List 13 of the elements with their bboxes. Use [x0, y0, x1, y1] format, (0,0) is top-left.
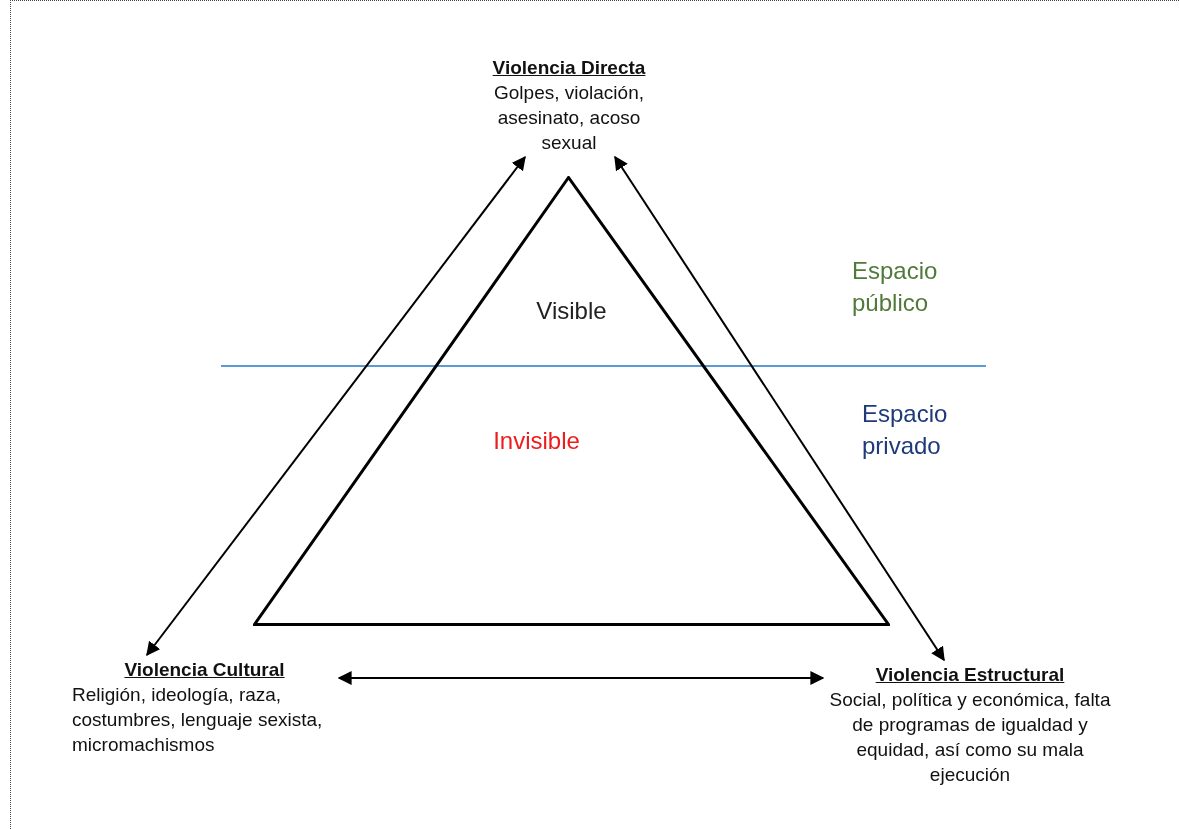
space-label: Espacio privado [862, 399, 949, 461]
node-heading: Violencia Estructural [875, 664, 1065, 685]
node-description: Golpes, violación, asesinato, acoso sexual [493, 81, 645, 155]
node-description: Social, política y económica, falta de programas de igualdad y equidad, así como su mala ejecución [828, 688, 1112, 787]
node-heading: Violencia Directa [492, 57, 646, 78]
zone-label: Invisible [493, 427, 580, 454]
double-arrow [337, 671, 825, 685]
double-arrow [614, 155, 945, 662]
space-label: Espacio público [852, 256, 939, 318]
double-arrow [146, 155, 526, 657]
node-heading: Violencia Cultural [124, 659, 285, 680]
zone-label: Visible [536, 297, 607, 324]
node-description: Religión, ideología, raza, costumbres, lenguaje sexista, micromachismos [72, 683, 324, 757]
